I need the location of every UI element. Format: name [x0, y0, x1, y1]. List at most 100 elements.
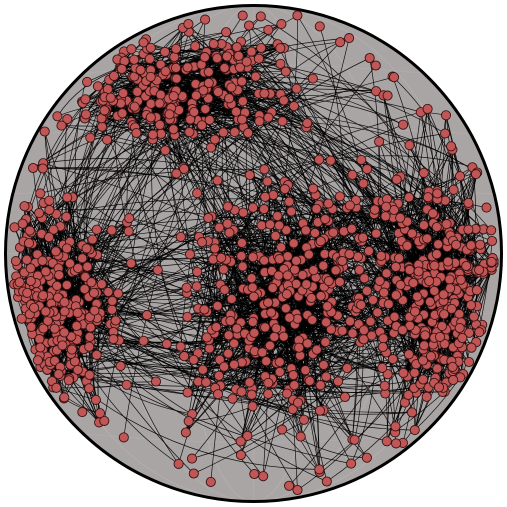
- graph-node-left: [59, 306, 70, 317]
- graph-node-center: [277, 116, 288, 127]
- graph-node-scattered: [382, 90, 393, 101]
- graph-node-center: [260, 322, 271, 333]
- graph-node-scattered: [84, 369, 95, 381]
- graph-node-left: [17, 218, 28, 229]
- graph-node-center: [365, 316, 376, 327]
- graph-edge: [131, 122, 207, 383]
- graph-edge: [191, 207, 357, 459]
- graph-node-upper-left: [131, 127, 142, 139]
- graph-node-scattered: [222, 201, 233, 212]
- graph-node-left: [59, 327, 70, 338]
- graph-node-right: [372, 307, 383, 318]
- graph-node-left: [81, 243, 92, 254]
- graph-node-center: [315, 236, 326, 247]
- graph-node-center: [231, 323, 242, 334]
- graph-edge: [110, 97, 296, 273]
- graph-node-right: [432, 363, 443, 374]
- graph-node-center: [281, 388, 293, 399]
- graph-node-center: [291, 255, 302, 266]
- graph-node-upper-left: [200, 104, 211, 115]
- graph-node-left: [72, 364, 83, 375]
- graph-node-center: [311, 344, 322, 355]
- graph-node-center: [306, 292, 317, 304]
- graph-node-upper-left: [118, 88, 129, 99]
- graph-node-center: [363, 245, 374, 257]
- graph-node-center: [328, 227, 339, 238]
- graph-edge: [103, 55, 229, 421]
- graph-node-right: [346, 223, 357, 234]
- graph-node-scattered: [259, 255, 270, 266]
- graph-edge: [48, 213, 375, 238]
- graph-node-center: [201, 377, 212, 388]
- graph-edge: [187, 311, 332, 393]
- graph-edge: [88, 282, 385, 387]
- graph-node-scattered: [43, 232, 55, 243]
- graph-node-scattered: [451, 239, 462, 250]
- graph-node-left: [126, 258, 137, 269]
- graph-node-center: [321, 317, 332, 328]
- graph-node-center: [212, 175, 223, 186]
- graph-node-left: [54, 270, 65, 281]
- graph-node-left: [51, 382, 62, 393]
- graph-node-upper-left: [219, 62, 230, 74]
- graph-node-upper-left: [208, 38, 219, 49]
- graph-node-scattered: [448, 374, 459, 386]
- graph-edge: [244, 41, 341, 113]
- graph-node-center: [326, 324, 337, 335]
- graph-node-left: [14, 277, 25, 288]
- graph-node-right: [464, 327, 475, 338]
- graph-node-left: [138, 335, 149, 346]
- graph-node-center: [314, 405, 326, 416]
- graph-node-center: [318, 359, 329, 371]
- graph-node-center: [192, 188, 203, 199]
- sphere-outline: [4, 4, 503, 503]
- graph-node-upper-left: [236, 76, 247, 87]
- graph-node-scattered: [249, 468, 260, 480]
- graph-node-scattered: [72, 307, 83, 318]
- graph-node-right: [407, 228, 418, 239]
- graph-node-center: [269, 331, 280, 342]
- graph-node-center: [281, 225, 292, 236]
- graph-edge: [81, 263, 132, 413]
- graph-node-upper-left: [237, 96, 248, 107]
- graph-node-upper-left: [302, 118, 313, 129]
- graph-node-center: [181, 282, 192, 293]
- graph-node-center: [321, 371, 332, 382]
- graph-node-right: [413, 266, 424, 277]
- graph-node-right: [403, 192, 415, 203]
- graph-node-scattered: [260, 191, 271, 202]
- graph-node-left: [89, 305, 100, 316]
- graph-node-upper-left: [275, 43, 286, 54]
- graph-node-center: [218, 264, 229, 275]
- graph-node-right: [455, 274, 466, 285]
- graph-edge: [112, 100, 255, 475]
- graph-node-scattered: [391, 174, 402, 185]
- graph-node-scattered: [292, 10, 303, 21]
- graph-node-center: [314, 154, 325, 165]
- graph-edge: [27, 111, 421, 294]
- graph-node-upper-left: [102, 134, 113, 145]
- graph-node-center: [246, 273, 257, 284]
- graph-node-left: [49, 323, 60, 334]
- graph-node-scattered: [379, 380, 390, 391]
- graph-node-scattered: [23, 238, 35, 249]
- graph-node-scattered: [145, 42, 156, 53]
- graph-node-right: [380, 211, 391, 222]
- graph-node-center: [258, 471, 269, 482]
- graph-edge: [118, 340, 179, 465]
- graph-node-center: [229, 359, 240, 370]
- graph-node-center: [247, 202, 259, 213]
- graph-edge: [354, 338, 364, 440]
- graph-node-right: [418, 167, 429, 178]
- graph-edge: [157, 75, 404, 126]
- graph-node-scattered: [108, 334, 119, 345]
- graph-node-scattered: [241, 56, 252, 67]
- graph-node-right: [439, 309, 450, 320]
- graph-node-upper-left: [190, 41, 201, 52]
- graph-node-scattered: [216, 252, 227, 263]
- graph-node-scattered: [454, 171, 466, 182]
- graph-node-left: [96, 279, 107, 290]
- graph-node-scattered: [99, 415, 110, 426]
- graph-node-right: [457, 332, 468, 344]
